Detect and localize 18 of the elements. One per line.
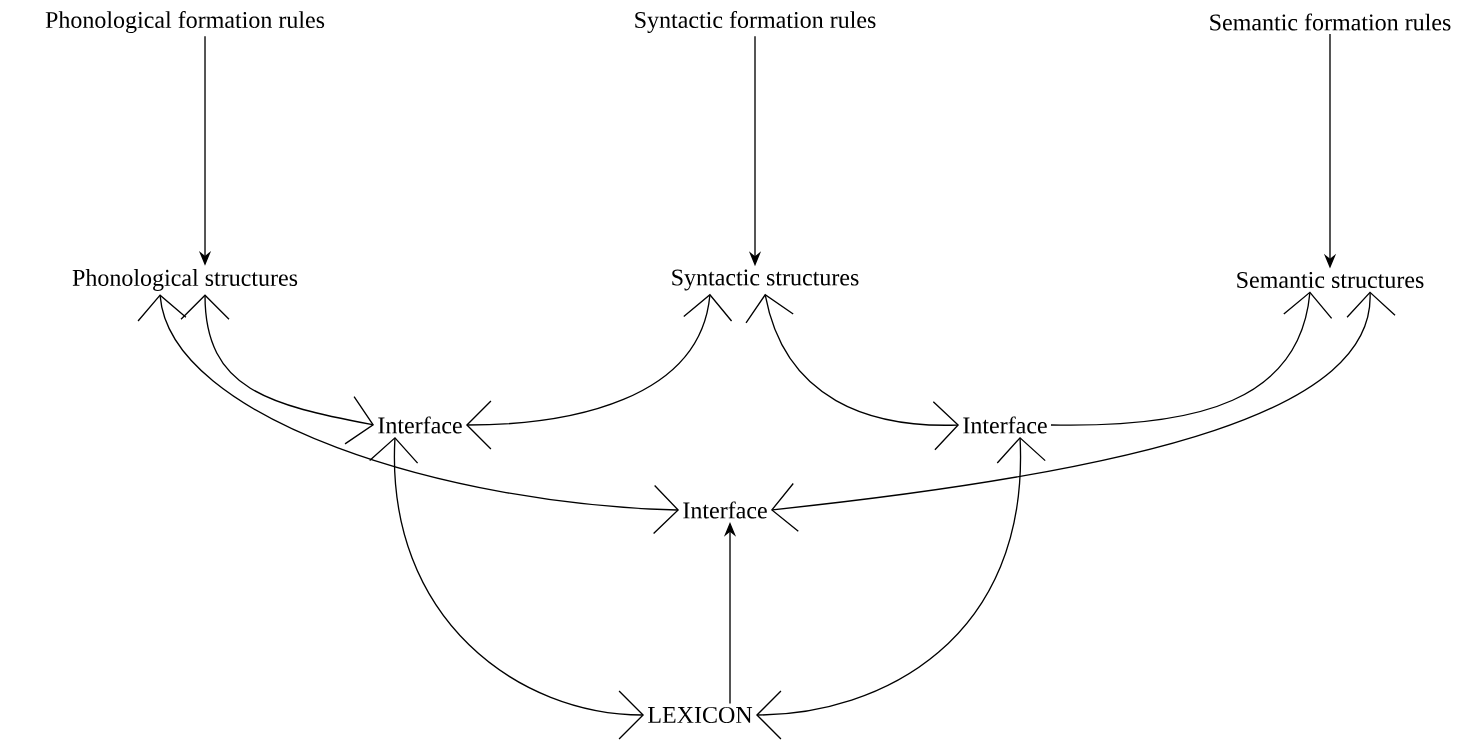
rule-label: Phonological formation rules xyxy=(45,10,325,34)
rule-label: Syntactic formation rules xyxy=(635,10,876,34)
arrow xyxy=(180,294,375,445)
arrow xyxy=(756,436,1046,740)
structure-label: Phonological structures xyxy=(72,269,298,291)
arrow xyxy=(770,291,1396,532)
structure-label: Semantic structures xyxy=(1237,271,1424,289)
interface-label: Interface xyxy=(378,416,462,434)
arrow xyxy=(1050,291,1333,426)
arrow xyxy=(369,436,644,740)
arrow xyxy=(137,294,680,535)
interface-label: Interface xyxy=(963,416,1047,434)
arrow xyxy=(745,293,960,451)
arrow xyxy=(465,293,733,450)
lexicon-label: LEXICON xyxy=(648,706,753,724)
structure-label: Syntactic structures xyxy=(672,269,859,291)
interface-label: Interface xyxy=(683,501,767,519)
rule-label: Semantic formation rules xyxy=(1210,13,1451,31)
